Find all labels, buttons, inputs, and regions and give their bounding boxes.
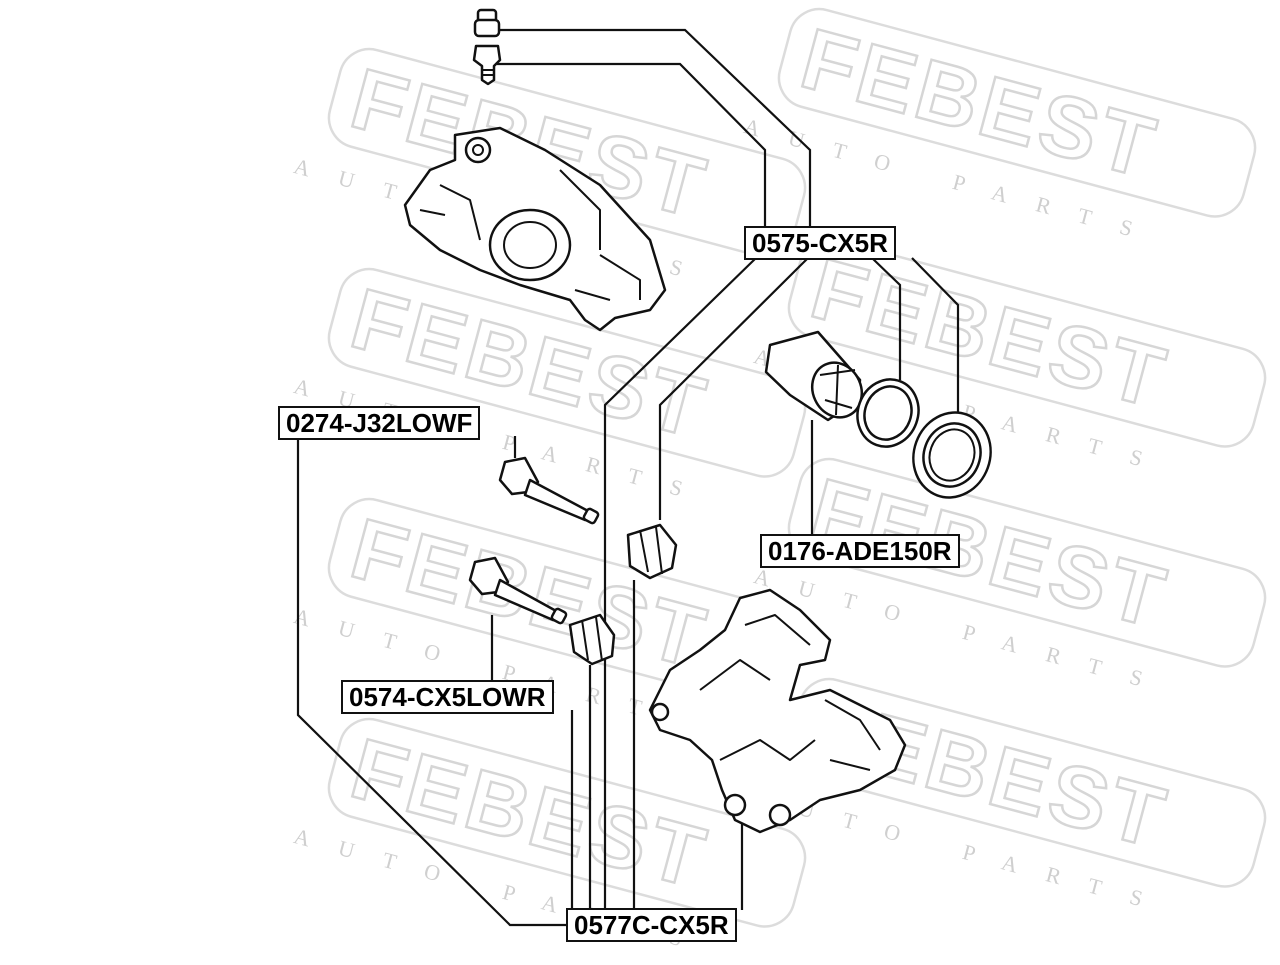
leader-0575-ring — [871, 257, 902, 380]
label-boot-kit: 0577C-CX5R — [566, 908, 737, 942]
bleeder-cap — [473, 8, 501, 38]
caliper-bolt — [472, 44, 502, 86]
label-piston-kit: 0176-ADE150R — [760, 534, 960, 568]
leader-0575-left — [603, 257, 757, 910]
leader-0575-seal — [911, 257, 960, 412]
brake-caliper-housing — [403, 126, 667, 332]
caliper-bracket — [648, 588, 907, 834]
leader-0575-boot — [658, 257, 809, 520]
label-guide-pin-front: 0274-J32LOWF — [278, 406, 481, 440]
piston-ring — [856, 378, 920, 448]
leader-bolt-cap — [497, 28, 812, 228]
caliper-piston — [764, 330, 864, 422]
dust-seal — [912, 411, 992, 499]
boot-lower — [568, 613, 616, 666]
guide-pin-rear — [468, 556, 568, 625]
label-caliper-bolt: 0575-CX5R — [744, 226, 896, 260]
boot-upper — [626, 523, 678, 580]
leader-bolt — [497, 62, 767, 228]
watermark-brand: FEBEST — [792, 10, 1168, 197]
label-guide-pin-rear: 0574-CX5LOWR — [341, 680, 554, 714]
watermark-6: FEBEST AUTO PARTS — [751, 457, 1267, 699]
leader-0274-bottom — [296, 436, 566, 927]
leader-lines — [296, 28, 960, 927]
guide-pin-front — [498, 456, 600, 525]
watermark-3: FEBEST AUTO PARTS — [291, 267, 807, 509]
